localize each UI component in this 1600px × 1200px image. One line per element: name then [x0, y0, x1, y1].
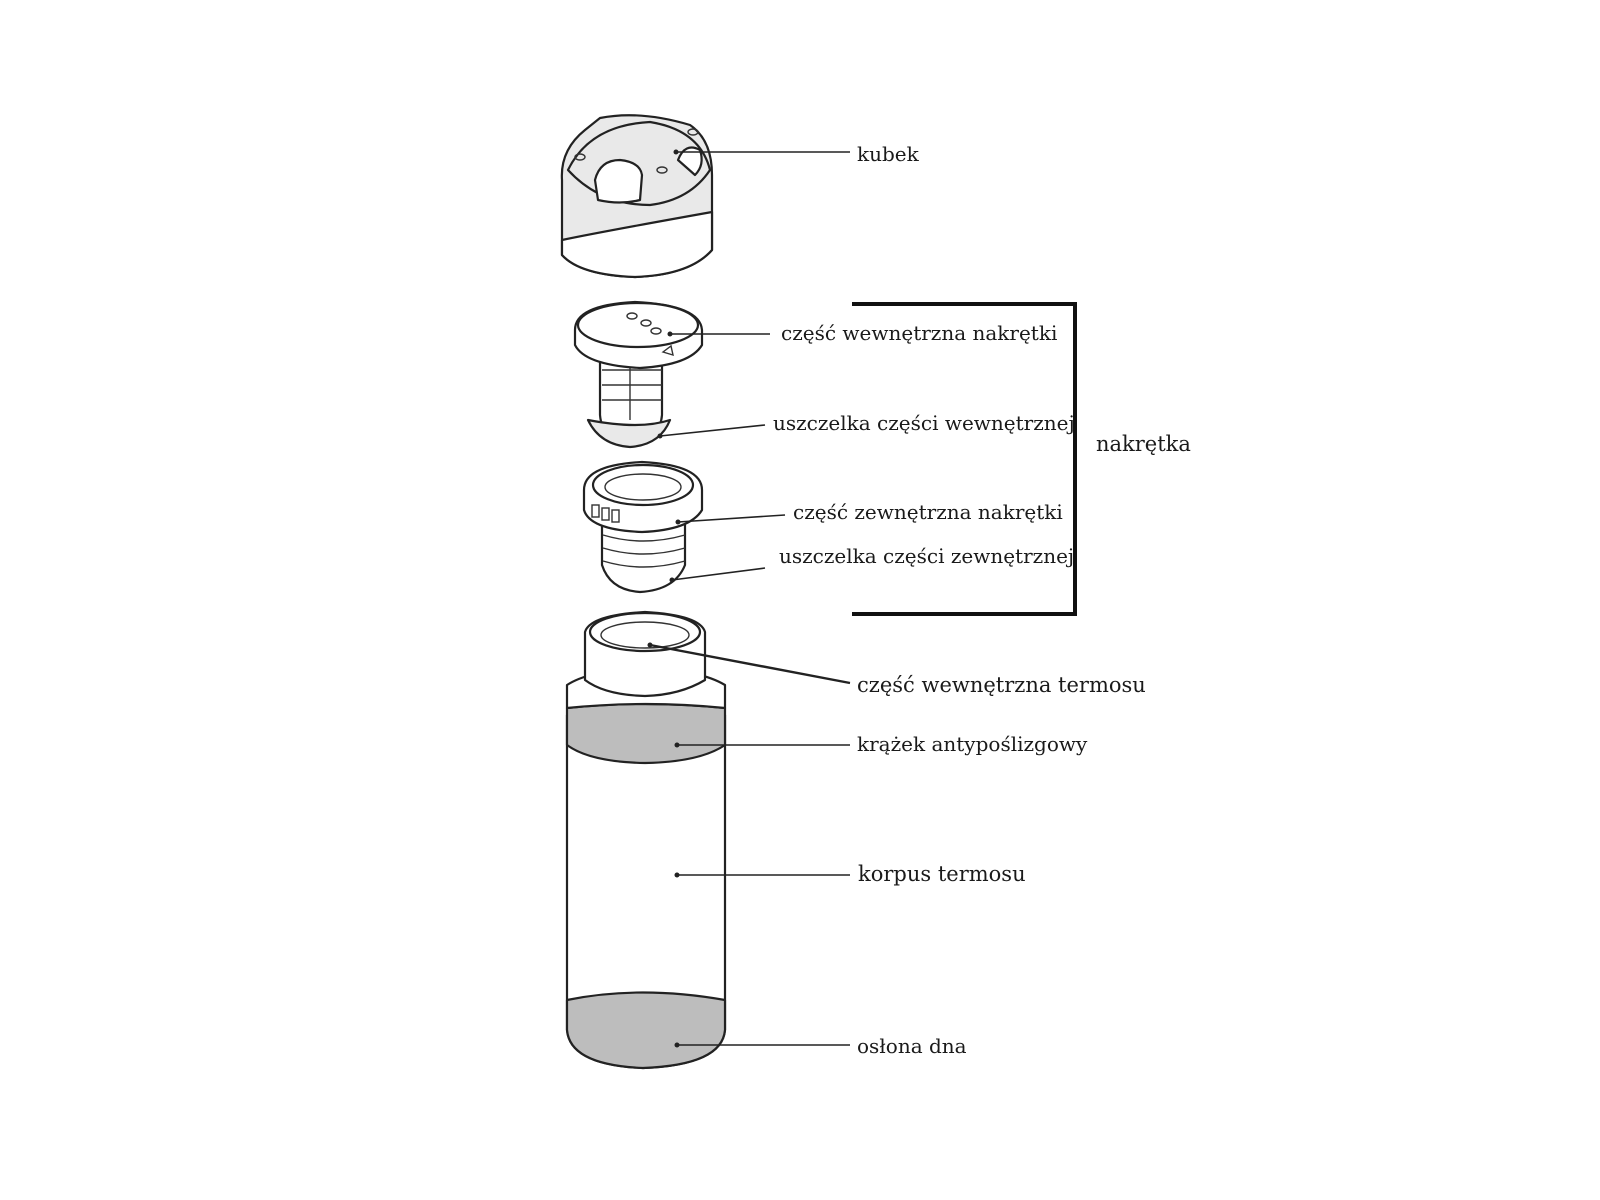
- label-cap-group: nakrętka: [1096, 432, 1191, 456]
- leader-line: [671, 567, 766, 581]
- label-cup: kubek: [857, 142, 920, 166]
- label-anti-slip-ring: krążek antypoślizgowy: [857, 732, 1088, 756]
- label-inner-cap: część wewnętrzna nakrętki: [781, 321, 1057, 345]
- thermos-body-drawing: [565, 610, 727, 1070]
- leader-line: [659, 424, 766, 437]
- label-body: korpus termosu: [858, 862, 1026, 886]
- label-inner-seal: uszczelka części wewnętrznej: [773, 411, 1075, 435]
- label-outer-seal: uszczelka części zewnętrznej: [779, 544, 1074, 568]
- label-bottom-cover: osłona dna: [857, 1034, 967, 1058]
- cap-group-bracket: [852, 302, 1077, 616]
- leader-line: [677, 514, 786, 523]
- leader-line: [649, 643, 851, 685]
- label-inner-flask: część wewnętrzna termosu: [857, 673, 1146, 697]
- outer-cap-drawing: [582, 460, 704, 594]
- inner-cap-drawing: [573, 300, 704, 449]
- label-outer-cap: część zewnętrzna nakrętki: [793, 500, 1063, 524]
- cup-drawing: [560, 114, 714, 279]
